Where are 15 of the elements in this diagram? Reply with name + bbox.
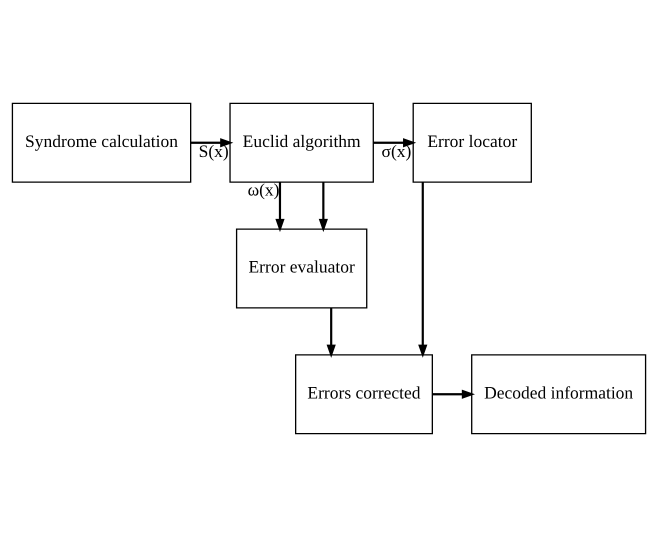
edge-label: S(x) (198, 140, 229, 160)
arrow (275, 182, 285, 232)
node-box: Errors corrected (295, 354, 433, 434)
node-box: Error evaluator (236, 228, 368, 308)
arrow (418, 182, 428, 358)
node-box: Syndrome calculation (12, 102, 192, 182)
arrow (190, 138, 234, 147)
node-box: Decoded information (471, 354, 646, 434)
node-box: Euclid algorithm (229, 102, 374, 182)
arrow (326, 307, 336, 358)
arrow (318, 182, 328, 232)
arrow (432, 389, 475, 398)
edge-label: σ(x) (382, 140, 412, 160)
node-box: Error locator (412, 102, 532, 182)
arrow (374, 138, 416, 147)
